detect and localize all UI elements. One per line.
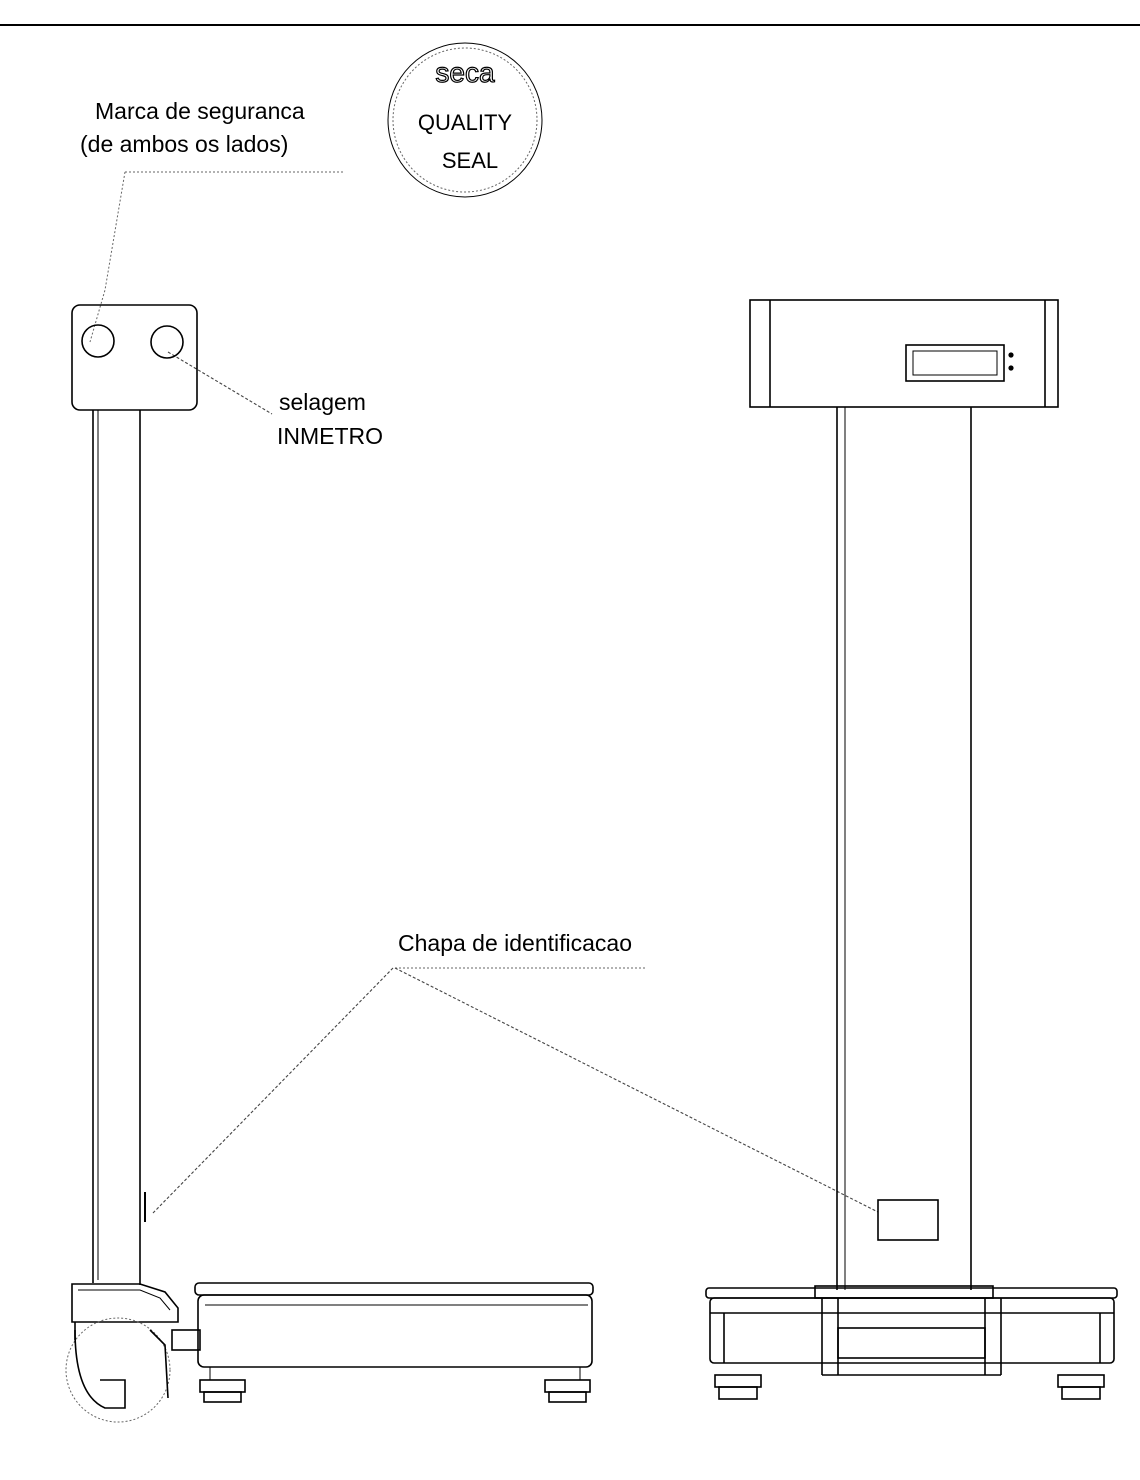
- front-head: [749, 299, 1059, 408]
- front-id-plate: [877, 1199, 939, 1241]
- label-seal-1: selagem: [279, 389, 366, 415]
- security-mark-circle: [81, 324, 115, 358]
- label-id-plate: Chapa de identificacao: [398, 930, 632, 956]
- seal-leader: [167, 351, 273, 415]
- seal-circle: [150, 325, 184, 359]
- security-mark-leader: [89, 171, 126, 343]
- seal-line2: SEAL: [442, 148, 498, 173]
- label-security-mark-1: Marca de seguranca: [95, 98, 305, 124]
- label-seal-2: INMETRO: [277, 423, 383, 449]
- id-plate-leader-right: [394, 967, 879, 1213]
- seal-line1: QUALITY: [418, 110, 512, 135]
- side-head: [71, 304, 198, 411]
- seal-brand: seca: [435, 57, 495, 88]
- front-platform-body: [709, 1297, 1115, 1364]
- scale-front-view: [705, 299, 1118, 1400]
- side-platform-top: [194, 1282, 594, 1296]
- quality-seal: seca QUALITY SEAL: [387, 42, 543, 198]
- side-platform-body: [197, 1294, 593, 1368]
- scale-side-view: [65, 304, 594, 1423]
- front-display: [905, 344, 1005, 382]
- label-security-mark-2: (de ambos os lados): [80, 131, 288, 157]
- id-plate-leader-left: [152, 967, 394, 1214]
- front-platform-top: [705, 1287, 1118, 1299]
- side-wheel: [65, 1317, 171, 1423]
